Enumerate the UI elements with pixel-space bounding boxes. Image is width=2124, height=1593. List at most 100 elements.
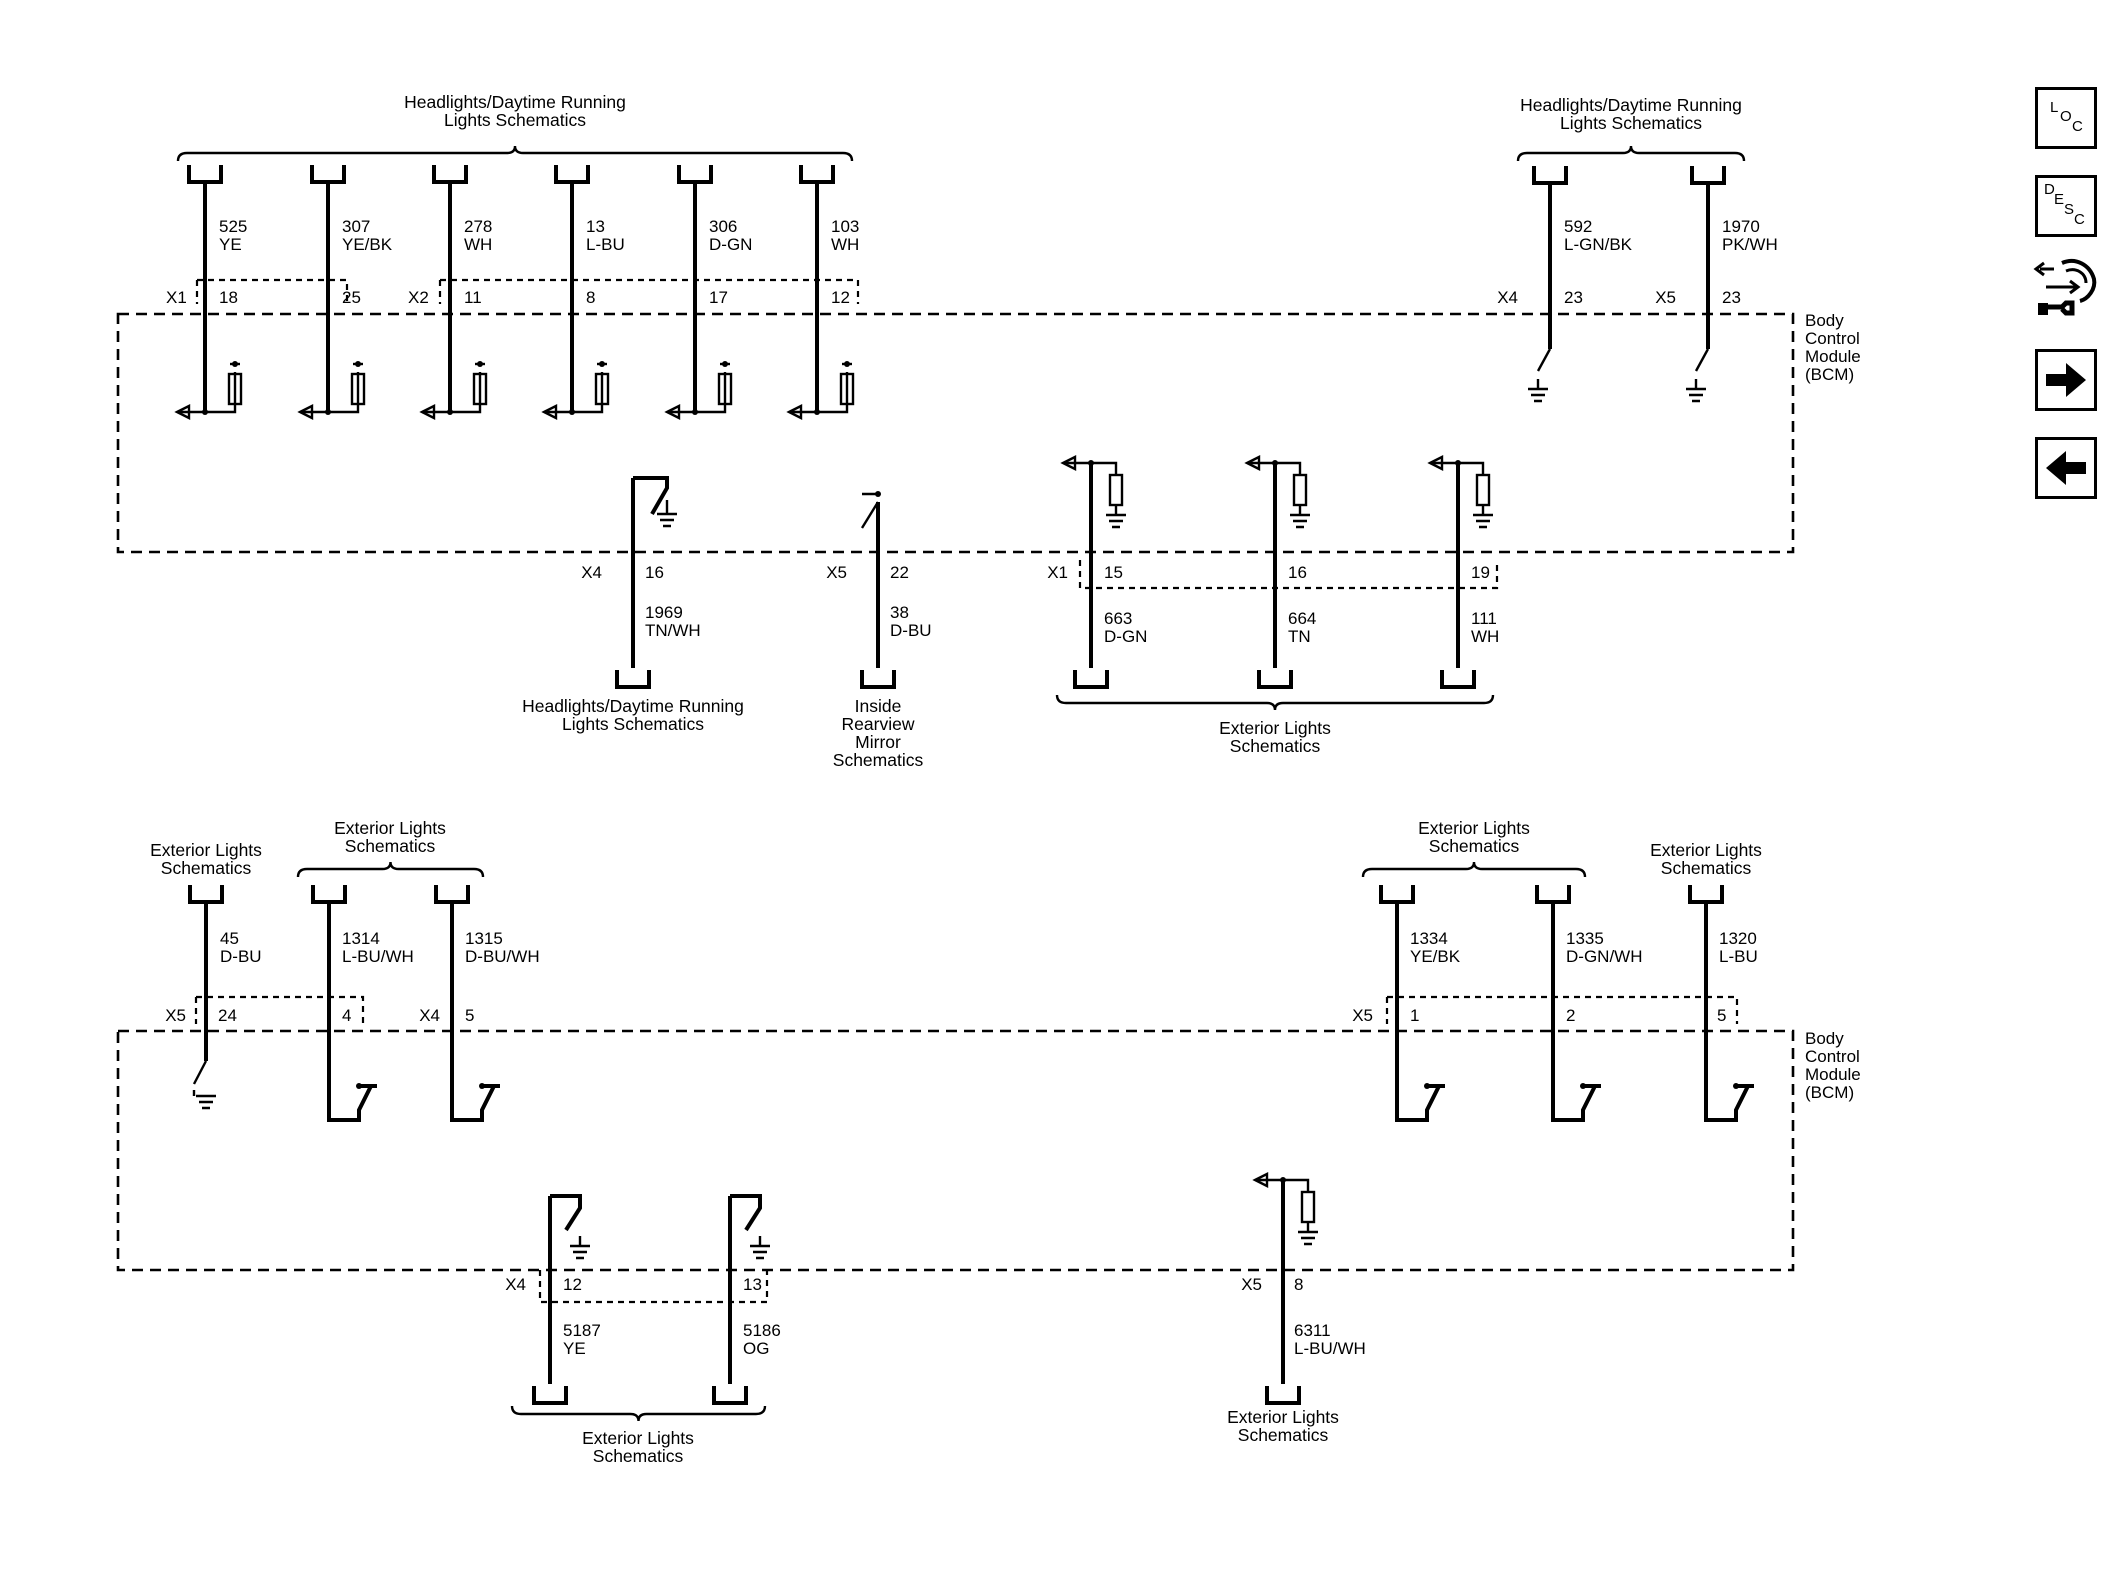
pin-number: 24 bbox=[218, 1006, 237, 1025]
output-wire bbox=[1430, 461, 1485, 475]
ground-symbol bbox=[657, 512, 677, 528]
group-brace bbox=[296, 861, 485, 878]
desc-icon: D E S C bbox=[2044, 181, 2085, 228]
desc-button[interactable]: D E S C bbox=[2035, 175, 2097, 237]
output-arrow bbox=[1244, 455, 1261, 471]
resistor bbox=[350, 372, 366, 406]
terminal-connector bbox=[1265, 1386, 1301, 1405]
connector-id: X5 bbox=[826, 563, 847, 582]
input-arrow bbox=[786, 404, 803, 420]
pullup-wire bbox=[544, 372, 604, 414]
terminal-connector bbox=[188, 885, 224, 904]
desc-letter-c: C bbox=[2074, 211, 2085, 228]
supply-dot bbox=[722, 361, 728, 367]
circuit-number: 1320 bbox=[1719, 929, 1757, 948]
terminal-connector bbox=[434, 885, 470, 904]
ground-symbol bbox=[1106, 513, 1126, 529]
resistor bbox=[1475, 473, 1491, 507]
connector-id: X5 bbox=[1352, 1006, 1373, 1025]
output-arrow bbox=[1252, 1172, 1269, 1188]
desc-letter-e: E bbox=[2054, 191, 2064, 208]
connector-id: X1 bbox=[166, 288, 187, 307]
terminal-connector bbox=[1535, 885, 1571, 904]
desc-letter-s: S bbox=[2064, 201, 2074, 218]
connector-id: X5 bbox=[1241, 1275, 1262, 1294]
wire-color: WH bbox=[831, 235, 859, 254]
circuit-number: 45 bbox=[220, 929, 239, 948]
arrow-right-icon bbox=[2046, 363, 2086, 397]
output-arrow bbox=[1060, 455, 1077, 471]
switch-dot bbox=[1580, 1083, 1586, 1089]
wire-color: YE bbox=[563, 1339, 586, 1358]
ground-symbol bbox=[570, 1244, 590, 1260]
pin-number: 4 bbox=[342, 1006, 351, 1025]
pin-number: 22 bbox=[890, 563, 909, 582]
pullup-wire bbox=[422, 372, 482, 414]
wire-color: D-GN/WH bbox=[1566, 947, 1642, 966]
junction-dot bbox=[692, 409, 698, 415]
switch-dot bbox=[1733, 1083, 1739, 1089]
loc-icon: L O C bbox=[2050, 99, 2083, 135]
pullup-wire bbox=[667, 372, 727, 414]
circuit-number: 1334 bbox=[1410, 929, 1448, 948]
junction-dot bbox=[202, 409, 208, 415]
pin-number: 25 bbox=[342, 288, 361, 307]
circuit-number: 1315 bbox=[465, 929, 503, 948]
loc-button[interactable]: L O C bbox=[2035, 87, 2097, 149]
terminal-connector bbox=[677, 165, 713, 184]
resistor bbox=[594, 372, 610, 406]
wire-color: L-BU/WH bbox=[342, 947, 414, 966]
pin-number: 23 bbox=[1564, 288, 1583, 307]
pin-number: 2 bbox=[1566, 1006, 1575, 1025]
connector-end-view-button[interactable] bbox=[2032, 255, 2100, 330]
switch-dot bbox=[479, 1083, 485, 1089]
terminal-connector bbox=[1688, 885, 1724, 904]
connector-outline bbox=[438, 278, 860, 304]
wire-color: L-BU bbox=[586, 235, 625, 254]
prev-page-button[interactable] bbox=[2035, 437, 2097, 499]
wire-color: D-BU bbox=[220, 947, 262, 966]
connector-outline bbox=[1078, 560, 1499, 590]
pin-number: 16 bbox=[1288, 563, 1307, 582]
switch-blade bbox=[860, 501, 880, 529]
circuit-number: 5186 bbox=[743, 1321, 781, 1340]
junction-dot bbox=[447, 409, 453, 415]
supply-dot bbox=[232, 361, 238, 367]
wire-color: D-GN bbox=[1104, 627, 1147, 646]
circuit-number: 278 bbox=[464, 217, 492, 236]
resistor bbox=[839, 372, 855, 406]
output-wire bbox=[1255, 1178, 1310, 1192]
connector-id: X2 bbox=[408, 288, 429, 307]
next-page-button[interactable] bbox=[2035, 349, 2097, 411]
switch-blade bbox=[192, 1060, 208, 1085]
pin-number: 12 bbox=[563, 1275, 582, 1294]
circuit-number: 1335 bbox=[1566, 929, 1604, 948]
pin-number: 5 bbox=[1717, 1006, 1726, 1025]
input-arrow bbox=[419, 404, 436, 420]
input-arrow bbox=[174, 404, 191, 420]
supply-dot bbox=[844, 361, 850, 367]
resistor bbox=[1108, 473, 1124, 507]
pin-number: 12 bbox=[831, 288, 850, 307]
pin-number: 13 bbox=[743, 1275, 762, 1294]
input-arrow bbox=[297, 404, 314, 420]
terminal-connector bbox=[432, 165, 468, 184]
terminal-connector bbox=[311, 885, 347, 904]
pin-number: 18 bbox=[219, 288, 238, 307]
circuit-number: 1969 bbox=[645, 603, 683, 622]
resistor bbox=[472, 372, 488, 406]
connector-outline bbox=[194, 995, 365, 1024]
junction-dot bbox=[325, 409, 331, 415]
pin-number: 19 bbox=[1471, 563, 1490, 582]
resistor bbox=[227, 372, 243, 406]
connector-outline bbox=[538, 1270, 769, 1304]
